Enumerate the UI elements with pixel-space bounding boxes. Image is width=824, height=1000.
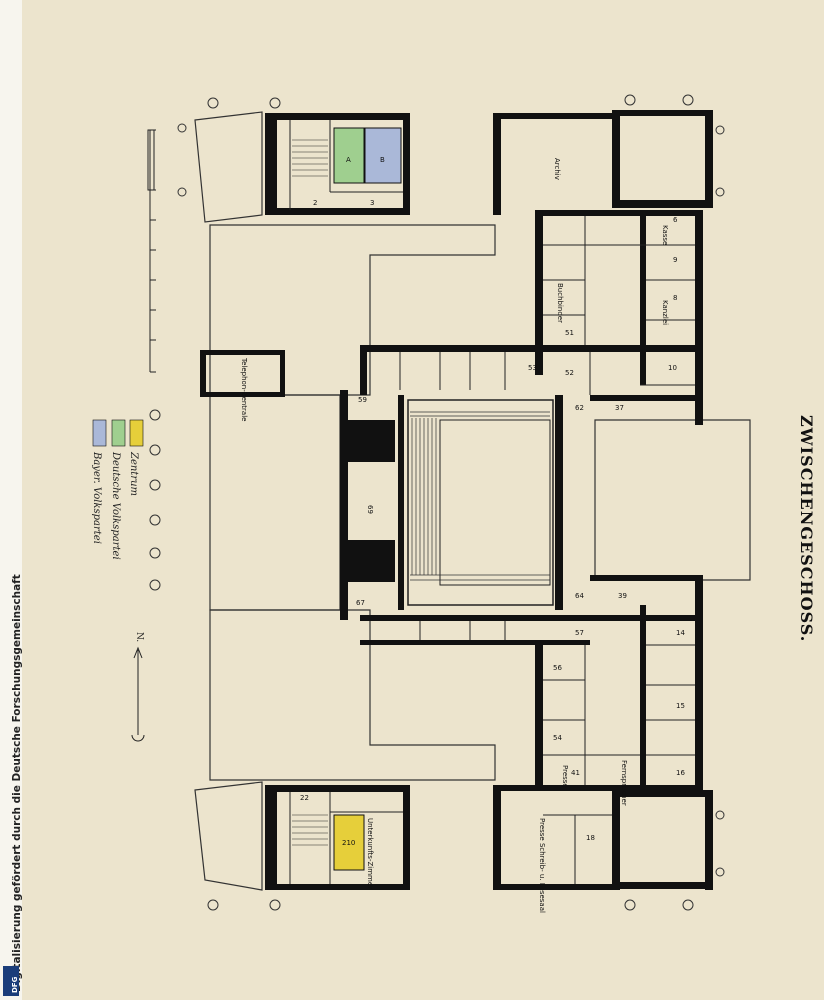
label-fernsprecher: Fernsprecher (620, 760, 628, 806)
label-kasse: Kasse (661, 225, 669, 245)
left-margin (0, 0, 22, 1000)
label-room-64: 64 (575, 592, 584, 600)
label-room-39: 39 (618, 592, 627, 600)
legend-swatch-bayer-volkspartei (92, 419, 107, 447)
label-room-62: 62 (575, 404, 584, 412)
label-buchbinder: Buchbinder (556, 283, 564, 323)
corner-pillars (149, 94, 725, 911)
label-room-15: 15 (676, 702, 685, 710)
legend-swatch-zentrum (129, 419, 144, 447)
label-room-41: 41 (571, 769, 580, 777)
room-210-zentrum (333, 814, 365, 871)
label-room-10: 10 (668, 364, 677, 372)
label-room-3: 3 (370, 199, 374, 207)
room-b-bayer-volkspartei (364, 127, 402, 184)
label-room-b: B (380, 156, 385, 164)
label-room-22: 22 (300, 794, 309, 802)
label-room-8: 8 (673, 294, 677, 302)
label-room-37: 37 (615, 404, 624, 412)
label-kanzlei: Kanzlei (661, 300, 669, 325)
building-walls (200, 110, 713, 890)
label-room-54: 54 (553, 734, 562, 742)
label-room-6: 6 (673, 216, 678, 224)
label-room-56: 56 (553, 664, 562, 672)
label-room-18: 18 (586, 834, 595, 842)
scanned-page (22, 0, 824, 1000)
label-room-51: 51 (565, 329, 574, 337)
label-room-69: 69 (366, 505, 374, 514)
label-room-59: 59 (358, 396, 367, 404)
label-presse-lesesaal: Presse Schreib- u. Lesesaal (538, 818, 546, 913)
north-arrow (131, 646, 145, 742)
label-room-210: 210 (342, 839, 355, 847)
legend-swatch-deutsche-volkspartei (111, 419, 126, 447)
legend-label-bayer-volkspartei: Bayer. Volkspartei (91, 452, 102, 544)
label-room-67: 67 (356, 599, 365, 607)
label-room-57: 57 (575, 629, 584, 637)
label-room-14: 14 (676, 629, 685, 637)
label-archiv: Archiv (553, 158, 561, 180)
party-rooms (333, 127, 402, 871)
assembly-seating (410, 411, 550, 581)
dfg-logo: DFG (3, 966, 19, 996)
scale-bar (147, 129, 156, 373)
label-room-9: 9 (673, 256, 677, 264)
room-a-deutsche-volkspartei (333, 127, 365, 184)
label-room-53: 53 (528, 364, 537, 372)
north-label: N. (134, 632, 144, 643)
room-labels: A B 210 2 3 22 Archiv Kasse 6 Kanzlei 8 … (240, 156, 685, 913)
label-room-16: 16 (676, 769, 685, 777)
plan-title: ZWISCHENGESCHOSS. (797, 415, 816, 643)
legend-swatches (92, 419, 144, 447)
label-room-52: 52 (565, 369, 574, 377)
label-room-2: 2 (313, 199, 317, 207)
label-room-a: A (346, 156, 351, 164)
stairs (292, 139, 328, 846)
label-unterkunftszimmer: Unterkunfts-Zimmer (366, 818, 374, 889)
label-telephon-zentrale: Telephon-Zentrale (240, 357, 248, 421)
label-presse: Presse (561, 765, 569, 788)
legend-label-deutsche-volkspartei: Deutsche Volkspartei (110, 452, 121, 560)
inner-partitions (289, 120, 695, 884)
legend-label-zentrum: Zentrum (128, 452, 139, 497)
